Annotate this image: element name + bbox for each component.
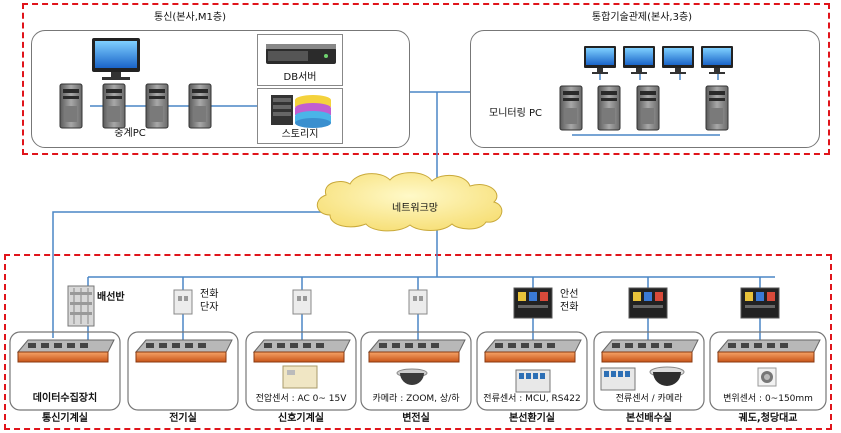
device-label: 데이터수집장치 [32, 393, 98, 404]
monitoring-pc-tower-icon [705, 85, 729, 131]
distribution-panel-label: 배선반 [97, 292, 125, 303]
db-server-label: DB서버 [283, 72, 317, 83]
comm-room-title: 통신(본사,M1층) [154, 12, 226, 23]
relay-pc-tower-icon [59, 83, 83, 129]
emergency-phone-label-2: 전화 [560, 302, 579, 313]
station-box [360, 331, 472, 411]
network-label: 네트워크망 [392, 203, 438, 214]
current-sensor-icon-2 [600, 367, 636, 391]
relay-pc-tower-icon [102, 83, 126, 129]
station-7 [709, 331, 827, 411]
station-boxes [9, 331, 827, 411]
station-name-label: 변전실 [402, 413, 430, 424]
phone-terminals [173, 289, 428, 315]
sensor-spec-label: 변위센서 : 0~150mm [723, 394, 813, 404]
monitoring-pc-tower-icon [597, 85, 621, 131]
data-collector-icon [716, 339, 821, 363]
monitoring-pc-label: 모니터링 PC [489, 108, 542, 119]
station-name-label: 신호기계실 [278, 413, 324, 424]
emergency-phone-panel-icon [628, 287, 668, 319]
db-server-icon [266, 44, 336, 64]
station-name-label: 본선배수실 [626, 413, 672, 424]
relay-pc-tower-icon [188, 83, 212, 129]
sensor-spec-label: 전류센서 : MCU, RS422 [483, 394, 581, 404]
sensor-spec-label: 카메라 : ZOOM, 상/하 [372, 394, 460, 404]
data-collector-icon [16, 339, 115, 363]
station-2 [127, 331, 239, 411]
displacement-sensor-icon [757, 367, 777, 387]
station-box [476, 331, 588, 411]
monitoring-pc-tower-icon [636, 85, 660, 131]
station-box [245, 331, 357, 411]
station-name-label: 통신기계실 [42, 413, 88, 424]
emergency-phone-panels [513, 287, 780, 319]
station-name-label: 전기실 [169, 413, 197, 424]
voltage-sensor-icon [282, 365, 318, 389]
emergency-phone-label-1: 안선 [560, 289, 579, 300]
data-collector-icon [367, 339, 466, 363]
monitor-icon [584, 46, 616, 74]
station-name-label: 궤도,청당대교 [738, 413, 798, 424]
dome-camera-icon-2 [649, 366, 685, 386]
current-sensor-icon-1 [515, 369, 551, 393]
monitor-icon [662, 46, 694, 74]
sensor-spec-label: 전류센서 / 카메라 [615, 394, 683, 404]
phone-terminal-label-2: 단자 [200, 302, 219, 313]
data-collector-icon [600, 339, 699, 363]
station-1 [9, 331, 121, 411]
station-6 [593, 331, 705, 411]
station-3 [245, 331, 357, 411]
station-4 [360, 331, 472, 411]
phone-terminal-icon [408, 289, 428, 315]
station-box [127, 331, 239, 411]
monitoring-pc-tower-icon [559, 85, 583, 131]
station-5 [476, 331, 588, 411]
relay-pc-label: 중계PC [114, 128, 146, 139]
sensor-spec-label: 전압센서 : AC 0~ 15V [255, 394, 347, 404]
monitor-icon [623, 46, 655, 74]
emergency-phone-panel-icon [740, 287, 780, 319]
station-name-label: 본선환기실 [509, 413, 555, 424]
station-box [593, 331, 705, 411]
distribution-panel-icon [67, 285, 95, 327]
station-box [709, 331, 827, 411]
station-box [9, 331, 121, 411]
network-cloud [316, 172, 503, 232]
storage-label: 스토리지 [281, 129, 319, 140]
emergency-phone-panel-icon [513, 287, 553, 319]
relay-monitor-icon [92, 38, 140, 80]
phone-terminal-icon [292, 289, 312, 315]
phone-terminal-icon [173, 289, 193, 315]
control-center-title: 통합기술관제(본사,3층) [591, 12, 693, 23]
dome-camera-icon [396, 368, 428, 385]
phone-terminal-label-1: 전화 [200, 289, 219, 300]
storage-icon [271, 95, 331, 128]
monitor-icon [701, 46, 733, 74]
control-monitors [584, 46, 733, 74]
monitoring-pc-towers [559, 85, 729, 131]
relay-pc-towers [59, 83, 212, 129]
data-collector-icon [252, 339, 351, 363]
relay-pc-tower-icon [145, 83, 169, 129]
data-collector-icon [134, 339, 233, 363]
data-collector-icon [483, 339, 582, 363]
field-region-border [4, 254, 832, 430]
hq-region-border [22, 3, 830, 155]
